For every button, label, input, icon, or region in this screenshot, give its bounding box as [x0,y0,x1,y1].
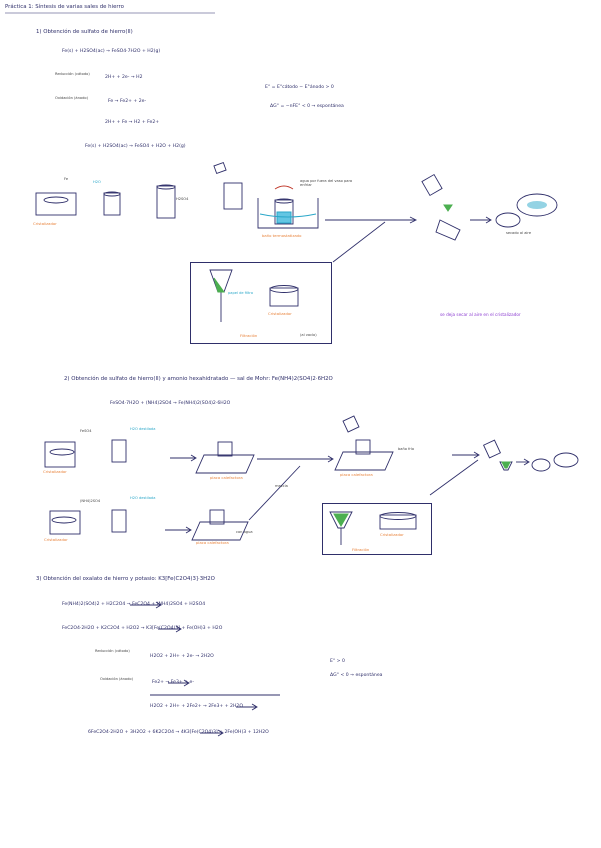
label-crystals-2: Cristalizador [380,532,404,537]
s3-oxidation-eq2: H2O2 + 2H+ + 2Fe2+ → 2Fe3+ + 2H2O [150,704,243,709]
section2-heading: 2) Obtención de sulfato de hierro(II) y … [64,376,333,382]
section1-heading: 1) Obtención de sulfato de hierro(II) [36,29,133,35]
filtration-inset-2 [322,503,432,555]
label-mix: mezcla [275,484,288,488]
section3-reaction1: Fe(NH4)2(SO4)2 + H2C2O4 → FeC2O4 + (NH4)… [62,602,206,607]
label-h2o: H2O [93,180,101,184]
s3-ecell: E° > 0 [330,659,345,664]
note-purple: se deja secar al aire en el cristalizado… [440,312,521,317]
oxidation-eq2: 2H+ + Fe → H2 + Fe2+ [105,120,160,125]
label-heat: con agua [236,530,253,534]
label-water-2: H2O destilada [130,496,156,500]
ecell: E° = E°cátodo − E°ánodo > 0 [265,85,334,90]
label-water-note: agua por fuera del vaso para enfriar [300,179,353,187]
label-feso4: FeSO4 [80,429,92,433]
s3-reduction-label: Reducción (cátodo) [95,649,130,653]
section3-heading: 3) Obtención del oxalato de hierro y pot… [36,576,215,582]
section3-reaction2: FeC2O4·2H2O + K2C2O4 + H2O2 → K3[Fe(C2O4… [62,626,223,631]
label-h2so4: H2SO4 [176,197,189,201]
s3-oxidation-label: Oxidación (ánodo) [100,677,133,681]
label-water-1: H2O destilada [130,427,156,431]
section3-reaction3: 6FeC2O4·2H2O + 3H2O2 + 6K2C2O4 → 4K3[Fe(… [88,730,269,735]
label-crystals: Cristalizador [268,311,292,316]
s3-reduction-eq: H2O2 + 2H+ + 2e- → 2H2O [150,654,214,659]
label-cold: baño frío [398,447,415,451]
label-plate-1: placa calefactora [210,475,243,480]
label-vacuum: (al vacío) [300,333,317,337]
oxidation-eq1: Fe → Fe2+ + 2e- [108,99,147,104]
reduction-eq: 2H+ + 2e- → H2 [105,75,143,80]
label-crystalizer: Cristalizador [33,221,57,226]
label-filtration-2: Filtración [352,547,370,552]
label-dry: secado al aire [506,231,532,235]
page-title: Práctica 1: Síntesis de varias sales de … [5,4,124,10]
label-crystalizer-3: Cristalizador [44,537,68,542]
section1-reaction2: Fe(s) + H2SO4(ac) → FeSO4 + H2O + H2(g) [85,144,186,149]
label-plate-3: placa calefactora [340,472,373,477]
crystallizer-icon [35,192,77,216]
label-funnel: papel de filtro [228,291,254,295]
label-filtration: Filtración [240,333,258,338]
s3-oxidation-eq1: Fe2+ → Fe3+ + e- [152,680,195,685]
oxidation-label: Oxidación (ánodo) [55,96,88,100]
reduction-label: Reducción (cátodo) [55,72,90,76]
label-fe: Fe [64,177,69,181]
label-crystalizer-2: Cristalizador [43,469,67,474]
filtration-inset-1 [190,262,332,344]
ecell2: ΔG° = −nFE° < 0 → espontánea [270,104,344,109]
section1-reaction: Fe(s) + H2SO4(ac) → FeSO4·7H2O + H2(g) [62,49,161,54]
label-plate-2: placa calefactora [196,540,229,545]
section2-reaction: FeSO4·7H2O + (NH4)2SO4 → Fe(NH4)2(SO4)2·… [110,401,231,406]
s3-ecell2: ΔG° < 0 → espontánea [330,673,383,678]
label-nh4: (NH4)2SO4 [80,499,101,503]
label-bath: baño termostatizado [262,233,302,238]
